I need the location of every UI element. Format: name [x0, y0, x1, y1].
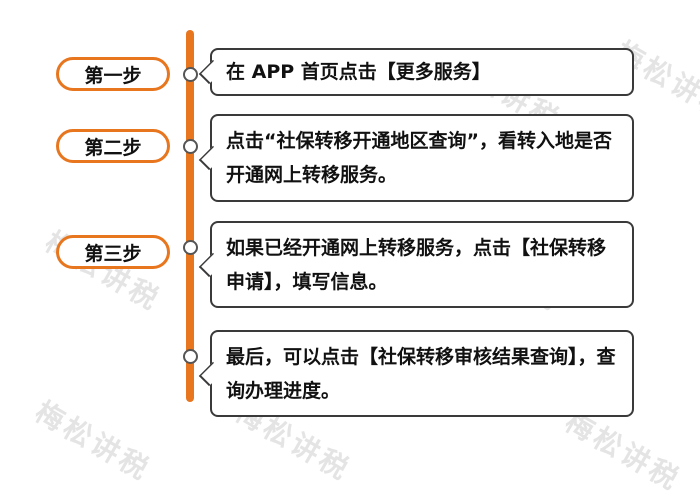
step-label-3: 第三步: [56, 235, 170, 269]
card-pointer: [198, 145, 224, 171]
step-label-2: 第二步: [56, 129, 170, 163]
step-text-2: 点击“社保转移开通地区查询”，看转入地是否开通网上转移服务。: [226, 130, 612, 186]
timeline-node: [183, 139, 198, 154]
timeline-bar: [186, 30, 194, 402]
step-card-2: 点击“社保转移开通地区查询”，看转入地是否开通网上转移服务。: [198, 114, 634, 202]
watermark: 梅松讲税: [29, 395, 157, 488]
step-card-3: 如果已经开通网上转移服务，点击【社保转移申请】，填写信息。: [198, 221, 634, 308]
step-card-1: 在 APP 首页点击【更多服务】: [198, 48, 634, 96]
card-pointer: [198, 252, 224, 277]
step-text-1: 在 APP 首页点击【更多服务】: [226, 61, 491, 83]
step-text-3: 如果已经开通网上转移服务，点击【社保转移申请】，填写信息。: [226, 236, 607, 293]
step-label-1: 第一步: [56, 57, 170, 91]
step-text-4: 最后，可以点击【社保转移审核结果查询】，查询办理进度。: [226, 345, 616, 402]
timeline-node: [183, 67, 198, 82]
card-pointer: [198, 59, 224, 85]
timeline-node: [183, 349, 198, 364]
timeline-node: [183, 240, 198, 255]
step-card-4: 最后，可以点击【社保转移审核结果查询】，查询办理进度。: [198, 330, 634, 417]
card-pointer: [198, 361, 224, 386]
